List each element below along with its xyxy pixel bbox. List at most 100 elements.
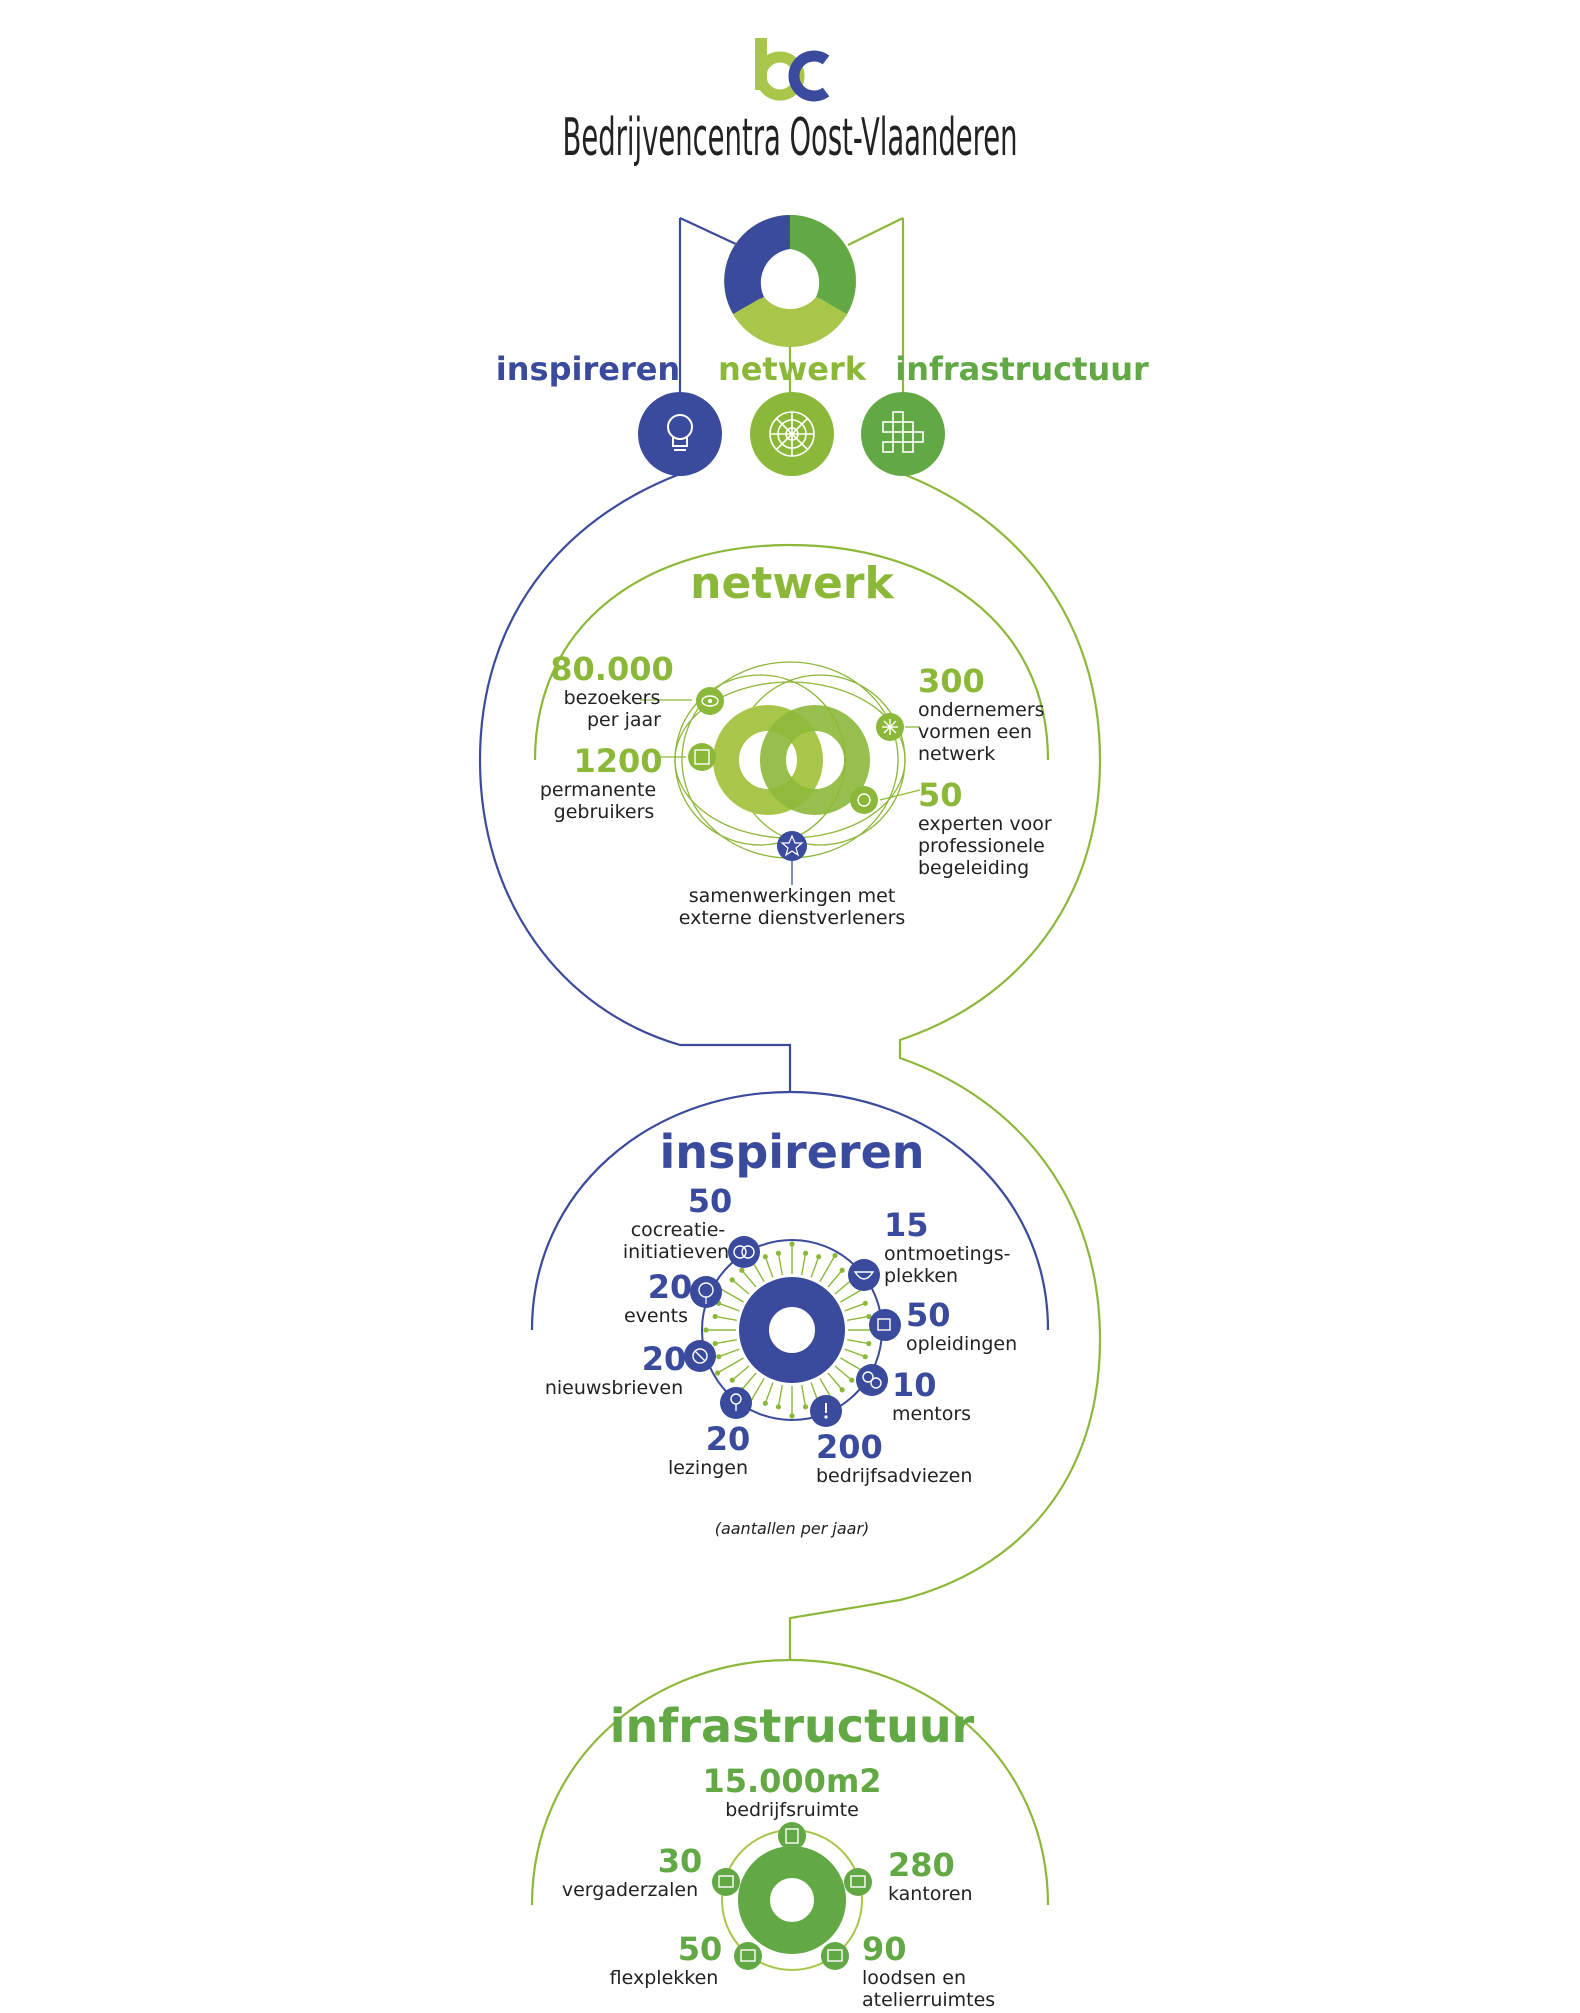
stat-label: loodsen en xyxy=(862,1967,966,1989)
bowl-icon xyxy=(848,1259,880,1291)
spoke-dot xyxy=(832,1252,838,1259)
inspireren-stat-4: 200 bedrijfsadviezen xyxy=(816,1428,972,1487)
spoke-dot xyxy=(712,1313,718,1320)
stat-value: 50 xyxy=(688,1182,733,1220)
spoke-line xyxy=(741,1372,757,1391)
stat-value: 200 xyxy=(816,1428,883,1466)
spoke-line xyxy=(844,1348,866,1358)
inspireren-stat-1: 20 events xyxy=(624,1268,692,1327)
stat-label: opleidingen xyxy=(906,1333,1017,1355)
spoke-line xyxy=(847,1339,869,1345)
inspireren-stat-7: 15 ontmoetings- plekken xyxy=(884,1206,1011,1287)
stat-value: 1200 xyxy=(573,742,662,780)
stat-label: mentors xyxy=(892,1403,971,1425)
spoke-line xyxy=(827,1269,843,1288)
spoke-line xyxy=(718,1348,740,1358)
flower-icon xyxy=(850,786,921,814)
warehouse-icon xyxy=(821,1942,849,1970)
spoke-dot xyxy=(729,1277,735,1283)
inspireren-stat-2: 20 nieuwsbrieven xyxy=(545,1340,686,1399)
meeting-icon xyxy=(712,1868,740,1896)
spoke-line xyxy=(801,1385,807,1407)
stat-value: 50 xyxy=(678,1930,723,1968)
spoke-dot xyxy=(712,1340,718,1347)
exclamation-icon xyxy=(810,1395,842,1427)
stat-value: 50 xyxy=(918,776,963,814)
pillar-circle-inspireren xyxy=(638,392,722,476)
stat-value: 300 xyxy=(918,662,985,700)
spark-icon xyxy=(876,713,920,741)
stat-label: flexplekken xyxy=(610,1967,719,1989)
spoke-dot xyxy=(839,1267,845,1273)
spoke-line xyxy=(810,1256,820,1278)
spoke-dot xyxy=(762,1400,768,1406)
stat-label: experten voor xyxy=(918,813,1052,835)
stat-label: samenwerkingen met xyxy=(689,885,896,907)
spoke-line xyxy=(741,1269,757,1288)
spoke-dot xyxy=(703,1327,709,1333)
stat-label: ontmoetings- xyxy=(884,1243,1011,1265)
stat-label: vergaderzalen xyxy=(562,1879,698,1901)
pillar-label-netwerk: netwerk xyxy=(718,350,867,388)
netwerk-stat-4: samenwerkingen met externe dienstverlene… xyxy=(679,885,906,929)
spoke-dot xyxy=(762,1254,768,1260)
inspireren-stat-3: 20 lezingen xyxy=(668,1420,750,1479)
spoke-line xyxy=(731,1365,750,1381)
spoke-dot xyxy=(802,1404,809,1410)
stat-value: 50 xyxy=(906,1296,951,1334)
spoke-dot xyxy=(862,1300,868,1306)
netwerk-stat-1: 1200 permanente gebruikers xyxy=(540,742,663,823)
stat-label: cocreatie- xyxy=(631,1219,726,1241)
inspireren-stat-5: 10 mentors xyxy=(892,1366,971,1425)
infrastructuur-stat-1: 30 vergaderzalen xyxy=(562,1842,702,1901)
stat-label: bezoekers xyxy=(564,687,661,709)
stat-label: atelierruimtes xyxy=(862,1989,995,2011)
inspireren-stat-0: 50 cocreatie- initiatieven xyxy=(623,1182,732,1263)
spoke-line xyxy=(717,1286,744,1303)
infrastructuur-stat-4: 90 loodsen en atelierruimtes xyxy=(862,1930,995,2011)
web-icon xyxy=(769,411,815,457)
stat-value: 20 xyxy=(706,1420,751,1458)
spoke-dot xyxy=(775,1250,782,1256)
connector-lines xyxy=(478,217,1102,1906)
stat-value: 20 xyxy=(648,1268,693,1306)
inspireren-spokes xyxy=(703,1241,881,1419)
spoke-line xyxy=(844,1302,866,1312)
stat-value: 15 xyxy=(884,1206,929,1244)
stat-value: 10 xyxy=(892,1366,937,1404)
stat-label: professionele xyxy=(918,835,1045,857)
spoke-dot xyxy=(816,1254,822,1260)
spoke-line xyxy=(777,1385,783,1407)
pillar-circle-netwerk xyxy=(750,392,834,476)
spoke-line xyxy=(827,1372,843,1391)
stat-label: externe dienstverleners xyxy=(679,907,906,929)
spoke-line xyxy=(777,1253,783,1275)
stat-value: 20 xyxy=(642,1340,687,1378)
infrastructuur-stat-0: 15.000m2 bedrijfsruimte xyxy=(702,1762,881,1821)
stat-label: netwerk xyxy=(918,743,995,765)
spoke-dot xyxy=(866,1340,872,1347)
stat-value: 280 xyxy=(888,1846,955,1884)
inspireren-hub xyxy=(701,1239,883,1421)
spoke-line xyxy=(819,1255,836,1282)
stat-label: bedrijfsadviezen xyxy=(816,1465,972,1487)
infrastructuur-title: infrastructuur xyxy=(610,1699,975,1753)
spoke-dot xyxy=(789,1241,795,1247)
infrastructuur-stat-3: 50 flexplekken xyxy=(610,1930,723,1989)
stat-label: nieuwsbrieven xyxy=(545,1377,683,1399)
spoke-line xyxy=(847,1315,869,1321)
lightbulb-icon xyxy=(667,414,693,451)
spoke-dot xyxy=(716,1354,722,1360)
star-icon xyxy=(777,831,807,885)
cup-icon xyxy=(869,1309,901,1341)
infrastructuur-stat-2: 280 kantoren xyxy=(888,1846,973,1905)
stat-label: kantoren xyxy=(888,1883,973,1905)
user-frame-icon xyxy=(660,743,716,771)
spoke-line xyxy=(834,1279,853,1295)
stat-label: vormen een xyxy=(918,721,1032,743)
people-icon xyxy=(856,1364,888,1396)
logo xyxy=(755,38,830,102)
spoke-line xyxy=(715,1315,737,1321)
inspireren-note: (aantallen per jaar) xyxy=(715,1519,870,1538)
